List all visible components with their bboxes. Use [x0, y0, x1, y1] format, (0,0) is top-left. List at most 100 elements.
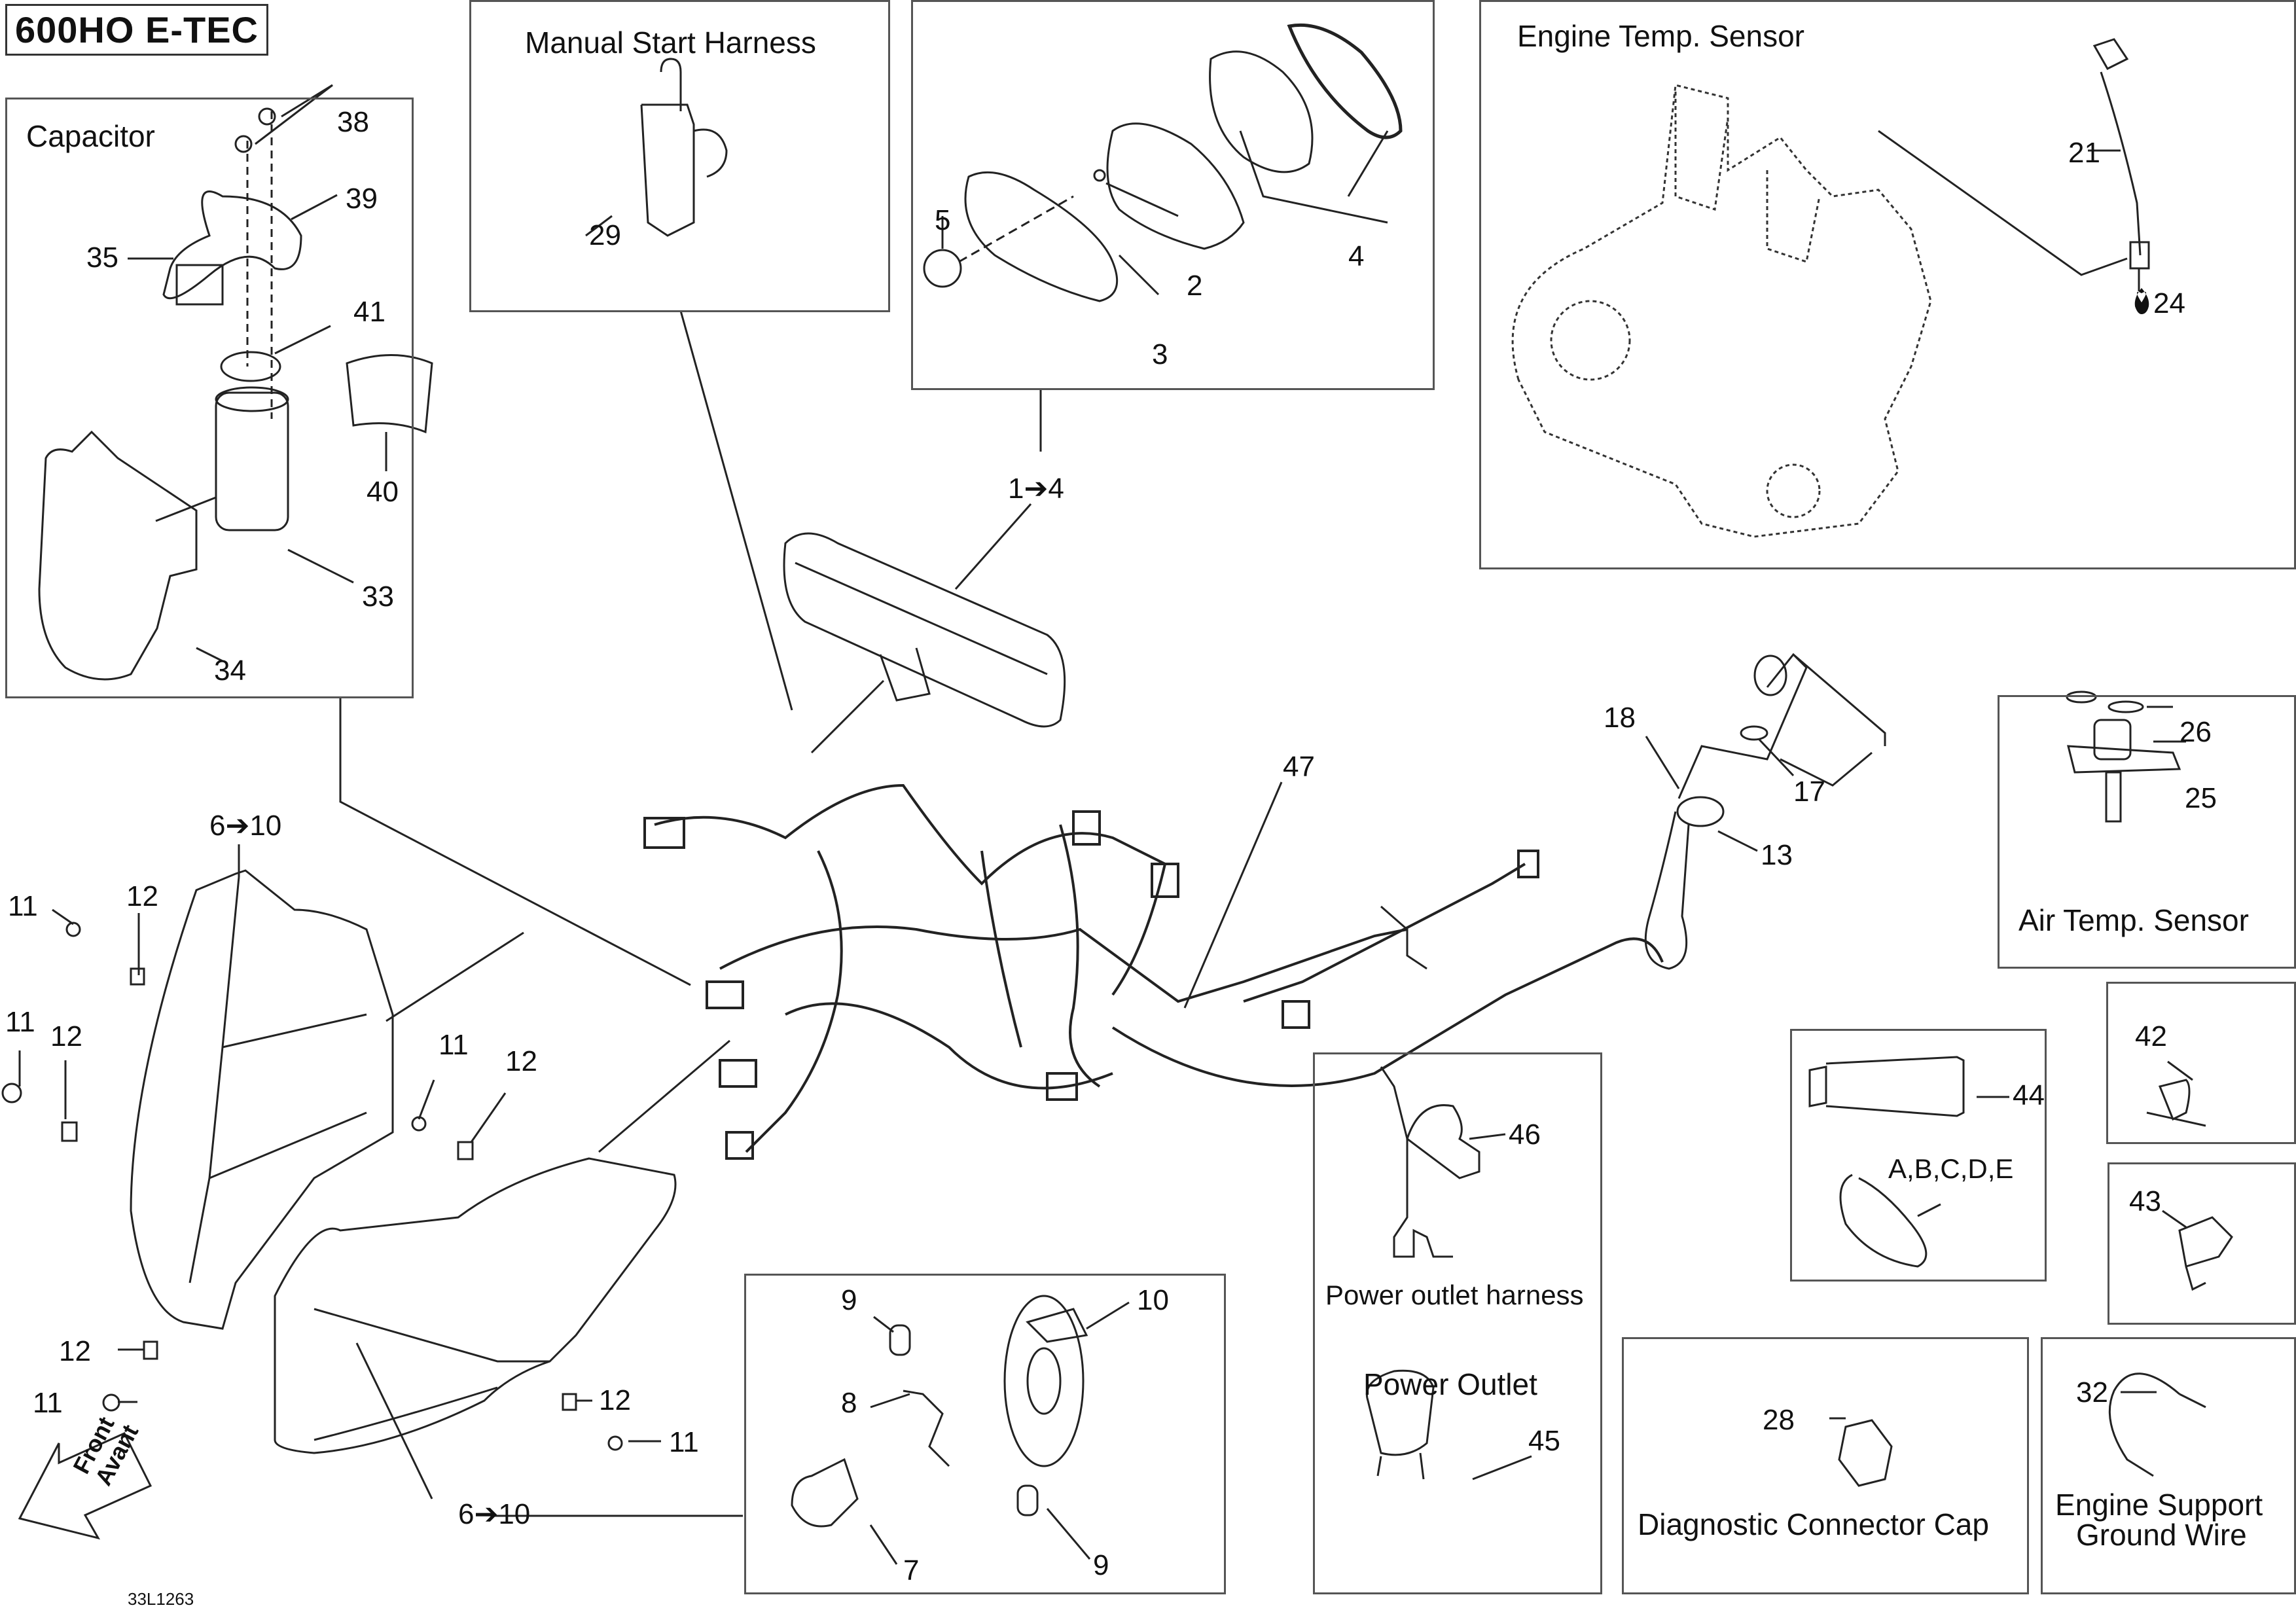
leader-10	[1086, 1301, 1130, 1330]
leader-47	[1183, 781, 1283, 1009]
air-temp-sensor-box	[1998, 695, 2296, 969]
leader-12-c	[470, 1092, 507, 1143]
callout-34: 34	[214, 655, 246, 687]
headlight-bulb-box	[744, 1274, 1226, 1594]
power-outlet-drawing	[1366, 1369, 1435, 1480]
leader-9-bottom	[1046, 1508, 1091, 1560]
harness-break-mark	[1380, 905, 1427, 970]
callout-17: 17	[1793, 776, 1825, 808]
callout-10: 10	[1137, 1284, 1169, 1316]
callout-13: 13	[1761, 839, 1793, 871]
callout-25: 25	[2185, 782, 2217, 814]
engine-temp-sensor-box	[1479, 0, 2296, 569]
callout-11-e: 11	[669, 1426, 699, 1458]
manual-start-harness-title: Manual Start Harness	[525, 26, 816, 60]
callout-12-b: 12	[50, 1020, 82, 1052]
leader-42	[2167, 1060, 2193, 1081]
callout-6to10-top: 6➔10	[209, 810, 282, 842]
callout-abcde: A,B,C,D,E	[1888, 1153, 2014, 1184]
callout-24: 24	[2153, 287, 2185, 319]
callout-9-top: 9	[841, 1284, 857, 1316]
clip-12-e	[562, 1393, 577, 1411]
power-outlet-box	[1313, 1052, 1602, 1594]
manual-start-harness-box	[469, 0, 890, 312]
leader-45	[1472, 1455, 1532, 1480]
gauge-box	[911, 0, 1435, 390]
callout-2: 2	[1187, 270, 1203, 302]
callout-12-e: 12	[599, 1384, 631, 1416]
screw-11-e	[607, 1435, 623, 1451]
diagnostic-cap-drawing	[1838, 1419, 1893, 1487]
arrow-harness-to-upper-headlight	[386, 931, 524, 1022]
diagnostic-cap-box	[1622, 1337, 2029, 1594]
callout-11-c: 11	[439, 1029, 469, 1061]
callout-11-b: 11	[5, 1006, 35, 1038]
clip-12-c	[457, 1141, 474, 1160]
leader-8	[870, 1393, 910, 1408]
capacitor-title: Capacitor	[26, 119, 155, 153]
tie-wrap-drawing	[1839, 1174, 1928, 1268]
leader-1to4	[954, 503, 1032, 590]
callout-44: 44	[2013, 1079, 2045, 1111]
callout-3: 3	[1152, 338, 1168, 370]
callout-4: 4	[1348, 240, 1365, 272]
diagnostic-cap-title: Diagnostic Connector Cap	[1638, 1507, 1989, 1541]
drop-icon	[2134, 288, 2149, 314]
leader-manual-start	[679, 310, 793, 711]
engine-drawing	[1511, 84, 1932, 538]
main-wiring-harness-drawing	[643, 783, 1664, 1160]
engine-temp-sensor-drawing	[1878, 38, 2150, 291]
leader-7	[869, 1524, 898, 1565]
callout-9-bottom: 9	[1093, 1549, 1109, 1581]
lower-headlight-drawing	[274, 1157, 677, 1454]
gauge-cluster-drawing	[783, 532, 1066, 728]
ground-wire-title-line1: Engine Support	[2055, 1488, 2263, 1522]
engine-temp-arrow	[1878, 130, 2128, 276]
clip-42-drawing	[2146, 1079, 2206, 1127]
screw-11-d	[102, 1393, 120, 1412]
callout-47: 47	[1283, 751, 1315, 783]
callout-7: 7	[903, 1554, 920, 1587]
callout-26: 26	[2179, 716, 2212, 748]
dess-post-drawing	[1644, 653, 1886, 970]
screw-11-b	[1, 1083, 22, 1103]
air-temp-sensor-drawing	[2066, 690, 2186, 823]
callout-41: 41	[353, 296, 386, 328]
callout-40: 40	[367, 476, 399, 508]
air-temp-sensor-title: Air Temp. Sensor	[2018, 903, 2249, 937]
gauge-exploded-drawing	[923, 23, 1403, 302]
clip-12-a	[130, 967, 145, 986]
callout-38: 38	[337, 106, 369, 138]
callout-6to10-bottom: 6➔10	[458, 1498, 531, 1530]
callout-45: 45	[1528, 1425, 1560, 1457]
leader-9-top	[873, 1316, 894, 1333]
leader-capacitor	[339, 697, 691, 986]
screw-11-a	[65, 922, 81, 937]
callout-28: 28	[1763, 1404, 1795, 1436]
headlight-bulb-drawing	[791, 1295, 1130, 1565]
clip-43-drawing	[2178, 1216, 2233, 1291]
callout-12-d: 12	[59, 1335, 91, 1367]
leader-11-c	[418, 1079, 435, 1120]
drawing-code: 33L1263	[128, 1589, 194, 1609]
grease-tube-drawing	[1808, 1056, 1965, 1117]
callout-39: 39	[346, 183, 378, 215]
power-outlet-title: Power Outlet	[1363, 1367, 1537, 1401]
callout-46: 46	[1509, 1119, 1541, 1151]
callout-12-c: 12	[505, 1045, 537, 1077]
callout-21: 21	[2068, 137, 2100, 169]
callout-11-d: 11	[33, 1387, 63, 1419]
callout-12-a: 12	[126, 880, 158, 912]
manual-start-connector-drawing	[585, 58, 728, 237]
clip-12-d	[143, 1340, 158, 1360]
callout-32: 32	[2076, 1376, 2108, 1408]
clip-42-box	[2106, 982, 2296, 1144]
leader-13	[1717, 830, 1758, 852]
gauge-dial-5	[923, 249, 962, 288]
callout-33: 33	[362, 581, 394, 613]
front-arrow-shape	[18, 1432, 152, 1540]
ground-wire-box	[2041, 1337, 2296, 1594]
callout-42: 42	[2135, 1020, 2167, 1052]
power-outlet-harness-drawing	[1380, 1066, 1480, 1258]
